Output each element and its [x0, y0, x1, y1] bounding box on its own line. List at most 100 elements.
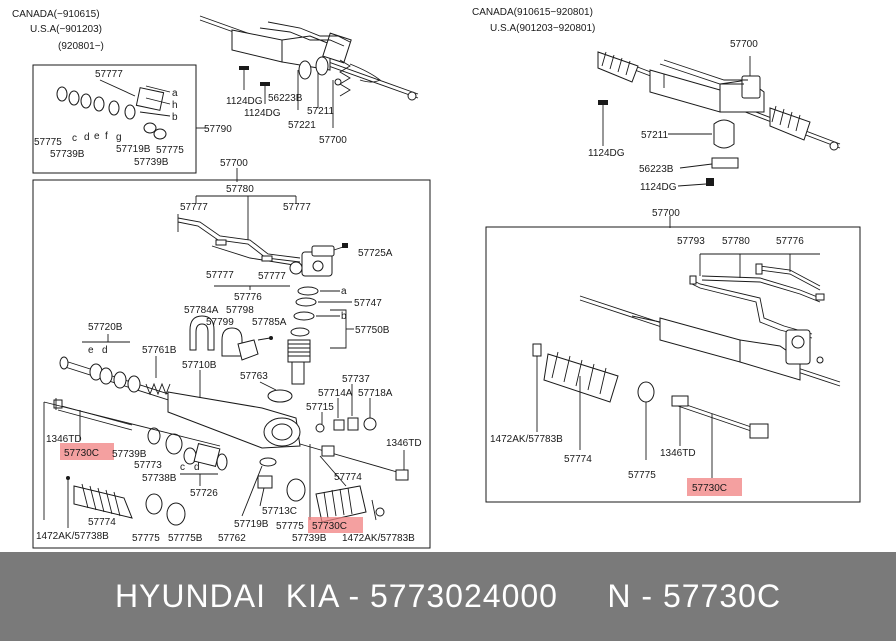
- label-57777-main-c: 57777: [283, 202, 311, 213]
- label-57790: 57790: [204, 124, 232, 135]
- label-57725a: 57725A: [358, 248, 393, 259]
- label-57763: 57763: [240, 371, 268, 382]
- label-57738b: 57738B: [142, 473, 177, 484]
- label-c-left: c: [180, 462, 185, 473]
- label-57719b-valve: 57719B: [116, 144, 151, 155]
- header-left-line-2: U.S.A(−901203): [30, 24, 102, 35]
- label-57700-right-box: 57700: [652, 208, 680, 219]
- label-1472ak-right-box: 1472AK/57783B: [490, 434, 563, 445]
- label-57774-right-box: 57774: [564, 454, 592, 465]
- label-57739b-left: 57739B: [112, 449, 147, 460]
- label-57773: 57773: [134, 460, 162, 471]
- label-57211-right: 57211: [641, 130, 669, 141]
- label-1472ak-left: 1472AK/57738B: [36, 531, 109, 542]
- label-1124dg-top-2: 1124DG: [244, 108, 281, 119]
- main-exploded-box: [32, 179, 431, 549]
- header-right-line-1: CANADA(910615−920801): [472, 7, 593, 18]
- valve-housing: [287, 243, 348, 385]
- label-57775-left: 57775: [132, 533, 160, 544]
- top-right-rack-assembly: [597, 51, 841, 187]
- label-a-valve: a: [172, 88, 178, 99]
- label-57799: 57799: [206, 317, 234, 328]
- label-57784a: 57784A: [184, 305, 219, 316]
- adjuster-parts: [315, 384, 377, 433]
- label-57775-right: 57775: [276, 521, 304, 532]
- label-57761b: 57761B: [142, 345, 177, 356]
- label-e-valve: e: [94, 131, 100, 142]
- left-boot: [66, 476, 186, 528]
- label-f-valve: f: [105, 131, 108, 142]
- label-56223b-top: 56223B: [268, 93, 303, 104]
- label-d-valve: d: [84, 132, 90, 143]
- label-57775b: 57775B: [168, 533, 203, 544]
- label-1346td-left: 1346TD: [46, 434, 82, 445]
- highlight-57730c-main: [308, 517, 363, 533]
- label-57747: 57747: [354, 298, 382, 309]
- label-57775-right-box: 57775: [628, 470, 656, 481]
- label-57762: 57762: [218, 533, 246, 544]
- label-c-valve: c: [72, 133, 77, 144]
- label-57775-valve-b: 57775: [156, 145, 184, 156]
- label-57211-top: 57211: [307, 106, 335, 117]
- label-56223b-right: 56223B: [639, 164, 674, 175]
- label-1346td-right-box: 1346TD: [660, 448, 696, 459]
- label-57714a: 57714A: [318, 388, 353, 399]
- header-left-line-3: (920801−): [58, 41, 104, 52]
- label-57780-right: 57780: [722, 236, 750, 247]
- label-57774-right: 57774: [334, 472, 362, 483]
- label-57730c-right-box: 57730C: [692, 483, 727, 494]
- label-57785a: 57785A: [252, 317, 287, 328]
- mounting-clamps: [189, 315, 273, 361]
- label-d-left: d: [194, 462, 200, 473]
- label-57777-valve: 57777: [95, 69, 123, 80]
- label-57776-main: 57776: [234, 292, 262, 303]
- label-1472ak-right: 1472AK/57783B: [342, 533, 415, 544]
- header-right-line-2: U.S.A(901203−920801): [490, 23, 595, 34]
- label-57700-right-top: 57700: [730, 39, 758, 50]
- label-57718a: 57718A: [358, 388, 393, 399]
- label-57793: 57793: [677, 236, 705, 247]
- label-57777-main-d: 57777: [206, 270, 234, 281]
- label-57798: 57798: [226, 305, 254, 316]
- highlight-57730c-left: [60, 443, 114, 460]
- top-left-rack-assembly: [199, 15, 419, 128]
- label-57719b-main: 57719B: [234, 519, 269, 530]
- label-h-valve: h: [172, 100, 178, 111]
- label-57700-top: 57700: [319, 135, 347, 146]
- label-57710b: 57710B: [182, 360, 217, 371]
- label-57713c: 57713C: [262, 506, 297, 517]
- part-number-caption: HYUNDAI KIA - 5773024000 N - 57730C: [114, 578, 782, 614]
- highlight-57730c-right-box: [687, 478, 742, 496]
- label-e-rack: e: [88, 345, 94, 356]
- label-57739b-right: 57739B: [292, 533, 327, 544]
- label-g-valve: g: [116, 132, 122, 143]
- label-b-valve: b: [172, 112, 178, 123]
- header-left-line-1: CANADA(−910615): [12, 9, 100, 20]
- label-57726: 57726: [190, 488, 218, 499]
- label-57777-main-e: 57777: [258, 271, 286, 282]
- label-57775-valve: 57775: [34, 137, 62, 148]
- label-57720b: 57720B: [88, 322, 123, 333]
- right-exploded-box: [485, 226, 861, 503]
- label-1124dg-top-1: 1124DG: [226, 96, 263, 107]
- label-57739b-valve-b: 57739B: [134, 157, 169, 168]
- footer-bar: HYUNDAI KIA - 5773024000 N - 57730C: [0, 552, 896, 641]
- pinion-bottom-parts: [241, 457, 277, 517]
- exploded-view-svg: CANADA(−910615) U.S.A(−901203) (920801−)…: [12, 7, 861, 549]
- pressure-pipes: [177, 214, 301, 267]
- label-57737: 57737: [342, 374, 370, 385]
- right-box-rack: [579, 295, 841, 387]
- label-1124dg-right-b: 1124DG: [640, 182, 677, 193]
- valve-parts: [56, 79, 171, 140]
- label-57750b: 57750B: [355, 325, 390, 336]
- label-57739b-valve-a: 57739B: [50, 149, 85, 160]
- label-57780-main: 57780: [226, 184, 254, 195]
- label-57221-top: 57221: [288, 120, 316, 131]
- label-57774-left: 57774: [88, 517, 116, 528]
- label-b-main: b: [341, 311, 347, 322]
- right-box-pipes: [689, 254, 825, 339]
- valve-detail-box: [32, 64, 197, 174]
- label-57730c-left: 57730C: [64, 448, 99, 459]
- label-57730c-main: 57730C: [312, 521, 347, 532]
